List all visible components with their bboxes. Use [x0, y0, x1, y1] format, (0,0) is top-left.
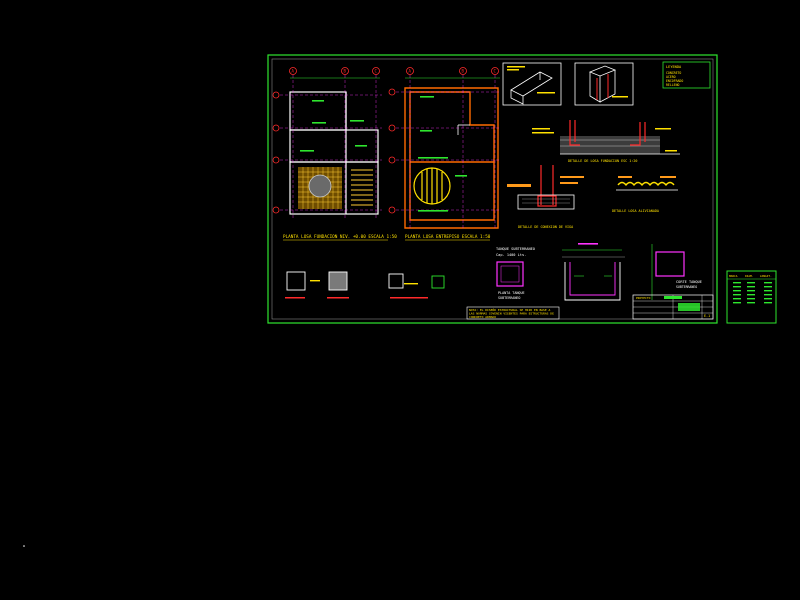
tank-plan-sub: SUBTERRANEO	[498, 296, 520, 300]
foundation-plan: A B C PLANTA LOSA FUNDACION NIV. +0.00 E…	[272, 67, 397, 241]
stray-point	[23, 545, 25, 547]
sheet-border	[267, 54, 718, 324]
tank-section-label: CORTE TANQUE	[676, 280, 702, 284]
note-line: CONCRETO ARMADO	[469, 315, 496, 319]
iso-detail-1	[502, 62, 562, 106]
legend-box: LEYENDA CONCRETO ACERO ENCOFRADO RELLENO	[662, 61, 711, 89]
slab-detail: DETALLE LOSA ALIVIANADA	[612, 176, 678, 213]
column-sections	[285, 271, 445, 299]
tank-section	[562, 243, 625, 301]
foundation-opening	[308, 174, 332, 198]
column-connection-detail: DETALLE DE CONEXION DE VIGA	[507, 165, 584, 229]
grid-label-a: A	[292, 69, 295, 74]
entrepiso-plan: A B C PLANTA LOSA ENT	[388, 67, 500, 241]
title-block-sheet: E-1	[704, 314, 710, 318]
grid-bubble-b	[341, 67, 349, 75]
grid-bubble-3	[272, 156, 280, 164]
plan1-grid-labels: A B C	[292, 69, 378, 74]
grid2-label-b: B	[462, 69, 465, 74]
tank-section-sub: SUBTERRANEO	[676, 285, 697, 289]
foundation-section-detail: DETALLE DE LOSA FUNDACION ESC 1:20	[532, 120, 680, 163]
plan1-title: PLANTA LOSA FUNDACION NIV. +0.00 ESCALA …	[283, 234, 397, 240]
legend-item: RELLENO	[666, 83, 680, 87]
title-block-project: PROYECTO	[636, 296, 651, 300]
legend-item: ACERO	[666, 75, 676, 79]
iso-detail-2	[574, 62, 634, 106]
structural-notes: NOTA: EL DISEÑO ESTRUCTURAL SE HIZO EN B…	[466, 306, 560, 320]
note-line: LAS NORMAS COVENIN VIGENTES PARA ESTRUCT…	[469, 312, 554, 316]
grid-bubble-c	[372, 67, 380, 75]
bar-schedule[interactable]: MARCA DIAM. LONGIT.	[726, 270, 777, 324]
tank-plan: TANQUE SUBTERRANEO Cap. 1400 Lts. PLANTA…	[496, 247, 535, 300]
grid2-label-c: C	[494, 69, 497, 74]
title-block[interactable]: PROYECTO E-1	[632, 294, 714, 320]
slab-detail-title: DETALLE LOSA ALIVIANADA	[612, 209, 659, 213]
note-line: NOTA: EL DISEÑO ESTRUCTURAL SE HIZO EN B…	[469, 307, 550, 312]
column-tag	[507, 184, 531, 187]
legend-item: ENCOFRADO	[666, 79, 683, 83]
tank-capacity: Cap. 1400 Lts.	[496, 253, 526, 257]
grid-bubble-1	[272, 91, 280, 99]
foundation-detail-title: DETALLE DE LOSA FUNDACION ESC 1:20	[568, 159, 637, 163]
schedule-header: LONGIT.	[760, 274, 772, 278]
grid-bubble-a	[289, 67, 297, 75]
grid-label-c: C	[375, 69, 378, 74]
plan2-title: PLANTA LOSA ENTREPISO ESCALA 1:50	[405, 234, 491, 240]
connection-detail-title: DETALLE DE CONEXION DE VIGA	[518, 225, 573, 229]
schedule-header: MARCA	[729, 274, 738, 278]
grid-bubble-2	[272, 124, 280, 132]
tank-cross-section: CORTE TANQUE SUBTERRANEO	[651, 244, 702, 300]
schedule-header: DIAM.	[745, 274, 754, 278]
tank-title: TANQUE SUBTERRANEO	[496, 247, 535, 251]
legend-item: CONCRETO	[666, 71, 681, 75]
grid-label-b: B	[344, 69, 347, 74]
legend-title: LEYENDA	[666, 65, 682, 69]
grid2-label-a: A	[409, 69, 412, 74]
grid-bubble-4	[272, 206, 280, 214]
tank-plan-label: PLANTA TANQUE	[498, 291, 525, 295]
